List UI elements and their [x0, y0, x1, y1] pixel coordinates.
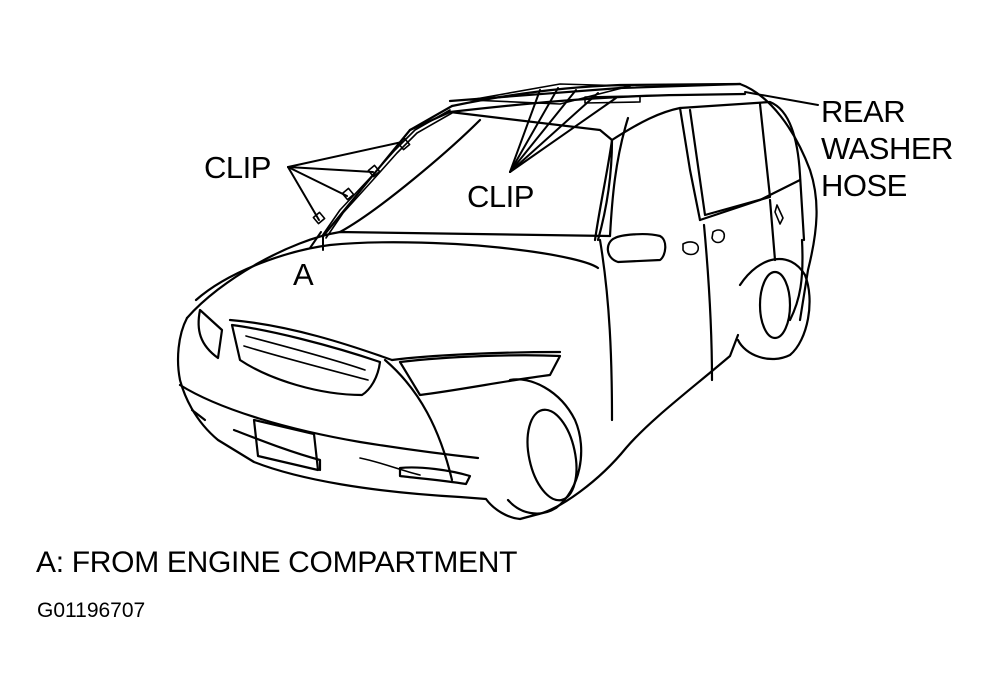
rear-washer-hose-label-line1: REAR [821, 94, 906, 129]
rear-wheel [738, 259, 810, 359]
point-a-leader [310, 232, 321, 248]
clip-roof-label: CLIP [467, 179, 534, 214]
hood [196, 242, 598, 480]
roof [450, 84, 745, 112]
van-body-outline [178, 84, 817, 519]
headlights [199, 310, 560, 395]
rear-washer-hose-label-line3: HOSE [821, 168, 907, 203]
side-doors [600, 200, 783, 420]
washer-hose [313, 110, 452, 250]
figure-caption: A: FROM ENGINE COMPARTMENT [36, 546, 518, 579]
grille [232, 325, 380, 395]
bumper [180, 385, 478, 484]
windshield [324, 106, 612, 240]
side-windows [598, 102, 804, 240]
clip-left-leaders [288, 142, 402, 220]
clip-roof-leaders [510, 88, 616, 172]
figure-code: G01196707 [37, 599, 146, 622]
point-a-label: A [293, 257, 314, 292]
front-wheel [508, 379, 584, 513]
rear-washer-hose-leader [745, 92, 818, 105]
rear-washer-hose-label-line2: WASHER [821, 131, 953, 166]
clip-left-label: CLIP [204, 150, 271, 185]
